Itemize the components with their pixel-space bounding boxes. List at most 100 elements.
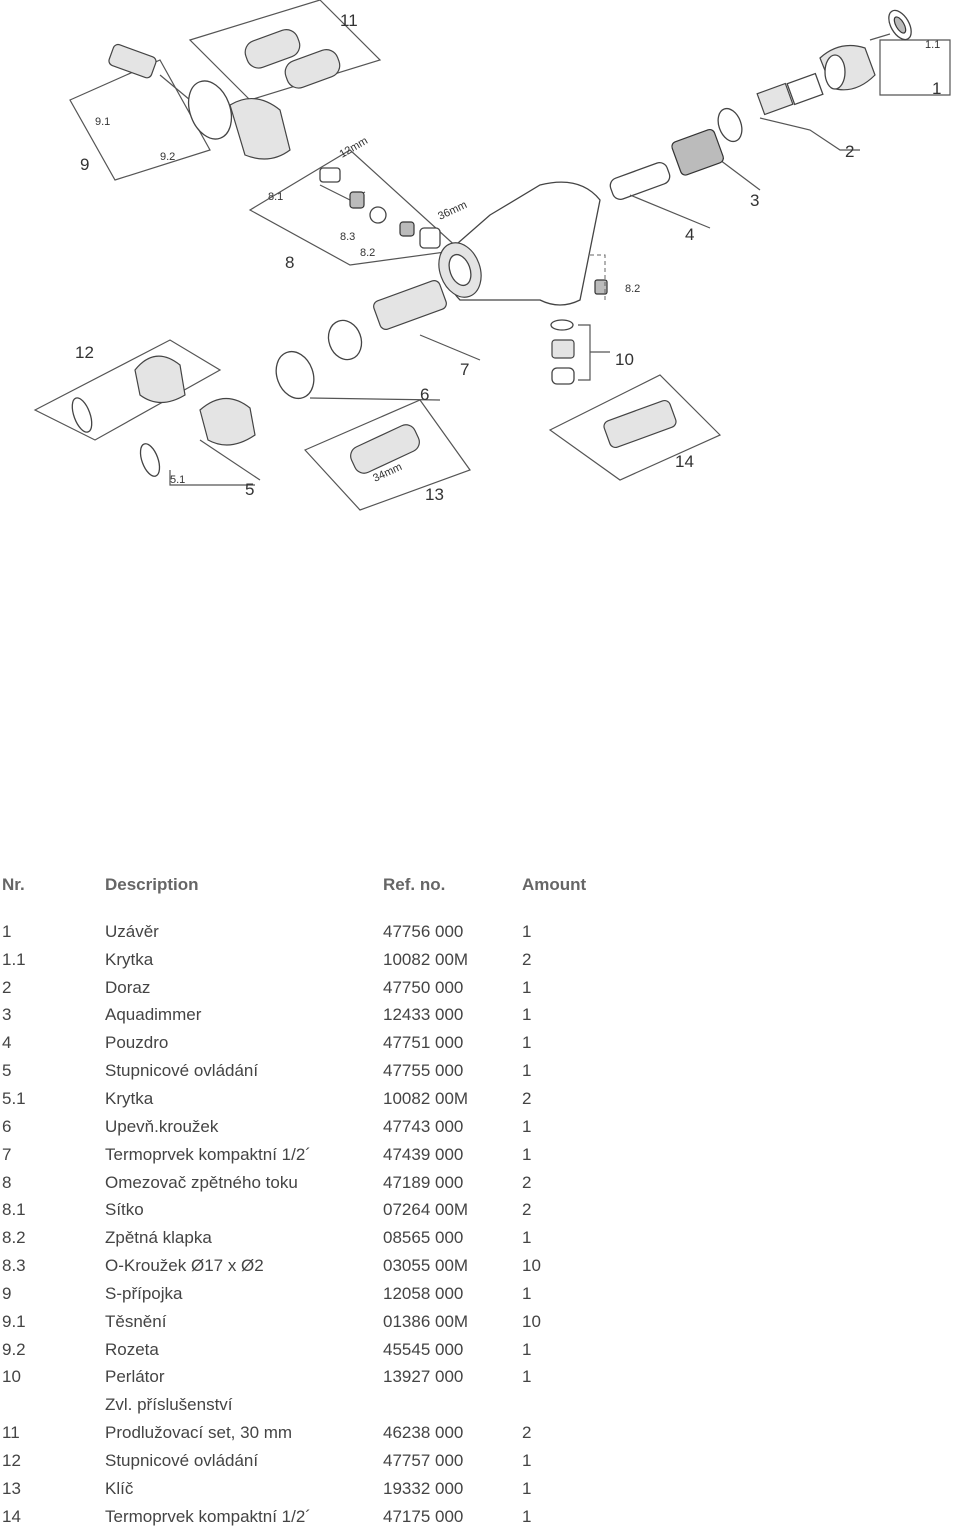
cell-amount: 1 xyxy=(522,1228,532,1248)
callout-9-2: 9.2 xyxy=(160,151,175,163)
cell-amount: 1 xyxy=(522,1005,532,1025)
cell-description: Aquadimmer xyxy=(105,1005,202,1025)
cell-amount: 2 xyxy=(522,1200,532,1220)
cell-ref-no: 12058 000 xyxy=(383,1283,464,1303)
callout-group-8-2-right: 8.2 xyxy=(590,254,640,300)
cell-amount: 2 xyxy=(522,1423,532,1443)
cell-description: Pouzdro xyxy=(105,1033,169,1053)
cell-description: Sítko xyxy=(105,1200,144,1220)
cell-nr: 10 xyxy=(2,1367,21,1387)
cell-amount: 1 xyxy=(522,1283,532,1303)
cell-description: Doraz xyxy=(105,977,151,997)
table-row: 5 Stupnicové ovládání 47755 000 1 xyxy=(0,1057,700,1085)
cell-amount: 2 xyxy=(522,949,532,969)
callout-3: 3 xyxy=(750,191,759,210)
cell-nr: 1 xyxy=(2,921,12,941)
cell-nr: 7 xyxy=(2,1144,12,1164)
cell-nr: 4 xyxy=(2,1033,12,1053)
cell-ref-no: 10082 00M xyxy=(383,1088,469,1108)
cell-ref-no: 12433 000 xyxy=(383,1005,464,1025)
cell-description: Zvl. příslušenství xyxy=(105,1395,233,1415)
cell-description: Krytka xyxy=(105,1088,154,1108)
cell-amount: 1 xyxy=(522,1478,532,1498)
group-12: 12 xyxy=(33,339,222,441)
cell-ref-no: 19332 000 xyxy=(383,1478,464,1498)
cell-ref-no: 47750 000 xyxy=(383,977,464,997)
cell-nr: 8.3 xyxy=(2,1256,26,1276)
group-10: 10 xyxy=(550,319,634,385)
cell-ref-no: 47439 000 xyxy=(383,1144,464,1164)
cell-amount: 1 xyxy=(522,1033,532,1053)
cell-description: O-Kroužek Ø17 x Ø2 xyxy=(105,1256,264,1276)
cell-description: Rozeta xyxy=(105,1339,159,1359)
table-row: 1 Uzávěr 47756 000 1 xyxy=(0,918,700,946)
cell-nr: 5.1 xyxy=(2,1088,26,1108)
cell-description: Stupnicové ovládání xyxy=(105,1450,259,1470)
cell-nr: 6 xyxy=(2,1116,12,1136)
cell-amount: 1 xyxy=(522,1450,532,1470)
cell-amount: 1 xyxy=(522,921,532,941)
dimension-36mm: 36mm xyxy=(436,199,469,223)
cell-description: Uzávěr xyxy=(105,921,159,941)
parts-table: Nr. Description Ref. no. Amount 1 Uzávěr 4… xyxy=(0,870,700,1531)
group-13: 34mm 13 xyxy=(303,399,471,511)
callout-1: 1 xyxy=(932,79,941,98)
cell-amount: 2 xyxy=(522,1172,532,1192)
group-2: 2 xyxy=(756,72,860,161)
cell-description: Klíč xyxy=(105,1478,134,1498)
cell-amount: 1 xyxy=(522,1061,532,1081)
callout-6: 6 xyxy=(420,385,429,404)
callout-8-2-left: 8.2 xyxy=(360,247,375,259)
table-row: 4 Pouzdro 47751 000 1 xyxy=(0,1029,700,1057)
header-ref-no: Ref. no. xyxy=(383,875,446,894)
cell-description: Prodlužovací set, 30 mm xyxy=(105,1423,293,1443)
cell-amount: 10 xyxy=(522,1311,541,1331)
callout-11: 11 xyxy=(340,11,358,30)
cell-ref-no: 47756 000 xyxy=(383,921,464,941)
mixer-body: 36mm xyxy=(436,181,601,306)
cell-description: Termoprvek kompaktní 1/2´ xyxy=(105,1144,311,1164)
cell-description: Omezovač zpětného toku xyxy=(105,1172,298,1192)
cell-ref-no: 13927 000 xyxy=(383,1367,464,1387)
group-14: 14 xyxy=(548,374,722,481)
cell-ref-no: 47757 000 xyxy=(383,1450,464,1470)
group-5: 5.1 5 xyxy=(139,397,261,499)
cell-nr: 14 xyxy=(2,1506,21,1526)
cell-ref-no: 08565 000 xyxy=(383,1228,464,1248)
callout-9: 9 xyxy=(80,155,89,174)
cell-nr: 9.2 xyxy=(2,1339,26,1359)
cell-amount: 1 xyxy=(522,1506,532,1526)
cell-description: Stupnicové ovládání xyxy=(105,1061,259,1081)
cell-description: Perlátor xyxy=(105,1367,165,1387)
cell-ref-no: 47751 000 xyxy=(383,1033,464,1053)
callout-14: 14 xyxy=(675,452,694,471)
cell-nr: 8 xyxy=(2,1172,12,1192)
table-header: Nr. Description Ref. no. Amount xyxy=(0,870,700,900)
cell-amount: 10 xyxy=(522,1256,541,1276)
group-1: 1.1 1 xyxy=(819,9,951,98)
cell-ref-no: 47755 000 xyxy=(383,1061,464,1081)
callout-2: 2 xyxy=(845,142,854,161)
cell-nr: 13 xyxy=(2,1478,21,1498)
group-3: 3 xyxy=(717,107,761,210)
cell-nr: 5 xyxy=(2,1061,12,1081)
table-row: 13 Klíč 19332 000 1 xyxy=(0,1475,700,1503)
cell-ref-no: 01386 00M xyxy=(383,1311,469,1331)
cell-amount: 1 xyxy=(522,977,532,997)
dimension-12mm: 12mm xyxy=(338,135,370,161)
cell-ref-no: 10082 00M xyxy=(383,949,469,969)
cell-amount: 1 xyxy=(522,1367,532,1387)
group-6: 6 xyxy=(275,319,441,404)
callout-10: 10 xyxy=(615,350,634,369)
